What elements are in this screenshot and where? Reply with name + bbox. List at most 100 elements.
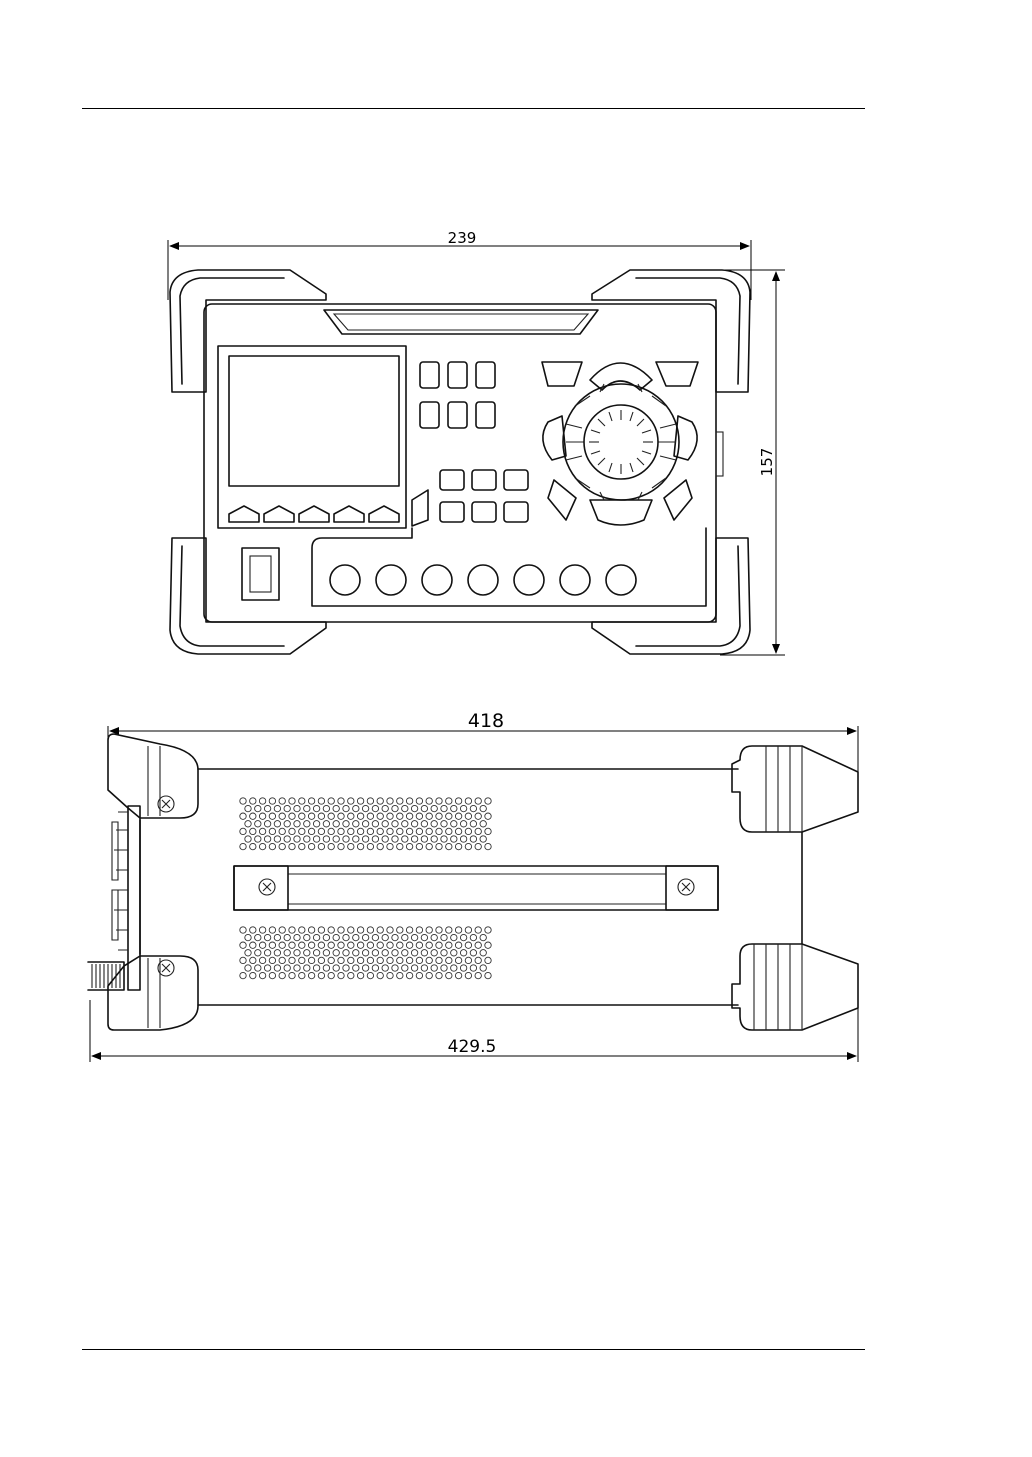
vent-hole — [338, 828, 344, 834]
vent-hole — [269, 798, 275, 804]
softkey-4[interactable] — [334, 506, 364, 522]
vent-hole — [245, 965, 251, 971]
vent-hole — [441, 805, 447, 811]
rear-feet — [732, 746, 858, 1030]
vent-hole — [460, 934, 466, 940]
vent-hole — [416, 798, 422, 804]
vent-hole — [416, 843, 422, 849]
vent-hole — [362, 836, 368, 842]
key[interactable] — [472, 502, 496, 522]
terminal[interactable] — [376, 565, 406, 595]
vent-hole — [460, 950, 466, 956]
vent-hole — [245, 950, 251, 956]
key[interactable] — [476, 402, 495, 428]
vent-hole — [397, 828, 403, 834]
vent-hole — [255, 821, 261, 827]
vent-hole — [451, 805, 457, 811]
vent-hole — [436, 813, 442, 819]
vent-hole — [259, 843, 265, 849]
key[interactable] — [476, 362, 495, 388]
vent-hole — [299, 957, 305, 963]
key[interactable] — [472, 470, 496, 490]
vent-hole — [338, 972, 344, 978]
key[interactable] — [504, 502, 528, 522]
vent-hole — [269, 828, 275, 834]
vent-hole — [269, 942, 275, 948]
key[interactable] — [420, 362, 439, 388]
key[interactable] — [420, 402, 439, 428]
vent-hole — [382, 805, 388, 811]
vent-hole — [446, 957, 452, 963]
terminal[interactable] — [422, 565, 452, 595]
vent-hole — [431, 950, 437, 956]
vent-hole — [250, 843, 256, 849]
menu-key[interactable] — [412, 490, 428, 526]
vent-hole — [289, 942, 295, 948]
vent-hole — [245, 805, 251, 811]
vent-hole — [411, 950, 417, 956]
vent-hole — [470, 805, 476, 811]
softkey-3[interactable] — [299, 506, 329, 522]
vent-hole — [392, 805, 398, 811]
terminal[interactable] — [606, 565, 636, 595]
softkey-1[interactable] — [229, 506, 259, 522]
lower-panel — [312, 528, 706, 606]
terminal[interactable] — [330, 565, 360, 595]
vent-hole — [402, 965, 408, 971]
vent-hole — [279, 813, 285, 819]
nav-key-right-bottom[interactable] — [664, 480, 692, 520]
key[interactable] — [448, 402, 467, 428]
vent-hole — [362, 805, 368, 811]
vent-hole — [480, 836, 486, 842]
terminal[interactable] — [514, 565, 544, 595]
nav-key-left-top[interactable] — [542, 362, 582, 386]
vent-hole — [421, 965, 427, 971]
vent-hole — [446, 798, 452, 804]
vent-hole — [318, 843, 324, 849]
vent-hole — [387, 798, 393, 804]
vent-hole — [357, 927, 363, 933]
vent-hole — [338, 843, 344, 849]
vent-hole — [406, 813, 412, 819]
vent-hole — [416, 828, 422, 834]
softkey-2[interactable] — [264, 506, 294, 522]
vent-hole — [323, 965, 329, 971]
vent-hole — [431, 805, 437, 811]
vent-hole — [441, 934, 447, 940]
vent-hole — [313, 821, 319, 827]
terminal[interactable] — [468, 565, 498, 595]
vent-hole — [377, 957, 383, 963]
nav-key-up[interactable] — [590, 363, 652, 390]
vent-hole — [240, 843, 246, 849]
vent-hole — [406, 843, 412, 849]
vent-hole — [480, 950, 486, 956]
vent-hole — [264, 934, 270, 940]
vent-hole — [348, 843, 354, 849]
vent-hole — [372, 934, 378, 940]
vent-hole — [308, 798, 314, 804]
vent-hole — [255, 950, 261, 956]
vent-hole — [284, 950, 290, 956]
vent-hole — [465, 972, 471, 978]
nav-key-right-top[interactable] — [656, 362, 698, 386]
vent-hole — [426, 927, 432, 933]
vent-hole — [274, 821, 280, 827]
key[interactable] — [448, 362, 467, 388]
vent-hole — [436, 828, 442, 834]
vent-hole — [308, 942, 314, 948]
vent-hole — [431, 821, 437, 827]
terminal[interactable] — [560, 565, 590, 595]
vent-hole — [470, 950, 476, 956]
vent-hole — [279, 957, 285, 963]
key[interactable] — [440, 470, 464, 490]
vent-hole — [451, 821, 457, 827]
vent-hole — [411, 805, 417, 811]
keypad-lower — [440, 470, 528, 522]
key[interactable] — [504, 470, 528, 490]
key[interactable] — [440, 502, 464, 522]
vent-hole — [338, 798, 344, 804]
softkey-5[interactable] — [369, 506, 399, 522]
vent-hole — [250, 942, 256, 948]
nav-key-left-bottom[interactable] — [548, 480, 576, 520]
nav-key-down[interactable] — [590, 500, 652, 525]
